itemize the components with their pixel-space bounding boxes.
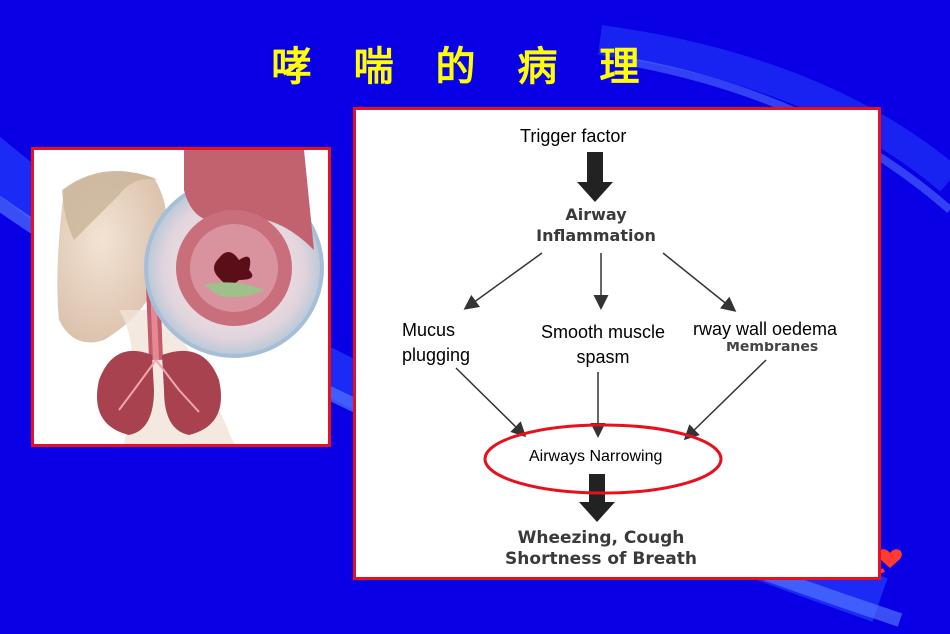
outcome-line-1: Wheezing, Cough xyxy=(517,528,685,548)
hidden-membranes-label: Membranes xyxy=(726,339,819,355)
smooth-muscle-label: Smooth muscle spasm xyxy=(530,320,676,370)
lungs-icon xyxy=(97,350,221,435)
narrowing-highlight-ellipse xyxy=(483,423,723,495)
inflammation-line-1: Airway xyxy=(565,205,627,224)
oedema-label: rway wall oedema xyxy=(693,319,838,339)
mucus-label: Mucus plugging xyxy=(402,318,470,368)
outcome-label: Wheezing, Cough Shortness of Breath xyxy=(476,528,726,570)
smooth-muscle-line-2: spasm xyxy=(576,347,630,367)
arrow-mucus-to-narrowing xyxy=(455,367,527,438)
mucus-line-2: plugging xyxy=(402,345,471,365)
inflammation-label: Airway Inflammation xyxy=(516,204,676,246)
narrowing-label: Airways Narrowing xyxy=(529,448,663,465)
airway-crosssection-icon xyxy=(144,150,324,358)
trigger-label: Trigger factor xyxy=(520,126,627,146)
arrow-to-oedema xyxy=(662,252,737,312)
flowchart-arrows xyxy=(455,152,767,522)
outcome-line-2: Shortness of Breath xyxy=(505,549,697,569)
slide-title: 哮 喘 的 病 理 xyxy=(271,44,654,90)
thick-arrow-outcome xyxy=(579,474,615,522)
arrow-to-mucus xyxy=(463,252,543,310)
inflammation-line-2: Inflammation xyxy=(536,226,656,245)
arrow-oedema-to-narrowing xyxy=(683,359,767,441)
mucus-line-1: Mucus xyxy=(402,320,456,340)
thick-arrow-trigger xyxy=(577,152,613,202)
flowchart-panel: Trigger factor Airway Inflammation Mucus… xyxy=(353,107,881,580)
oedema-label-box xyxy=(689,312,878,342)
smooth-muscle-line-1: Smooth muscle xyxy=(540,322,666,342)
illustration-panel xyxy=(31,147,331,447)
asthma-illustration xyxy=(57,150,324,444)
